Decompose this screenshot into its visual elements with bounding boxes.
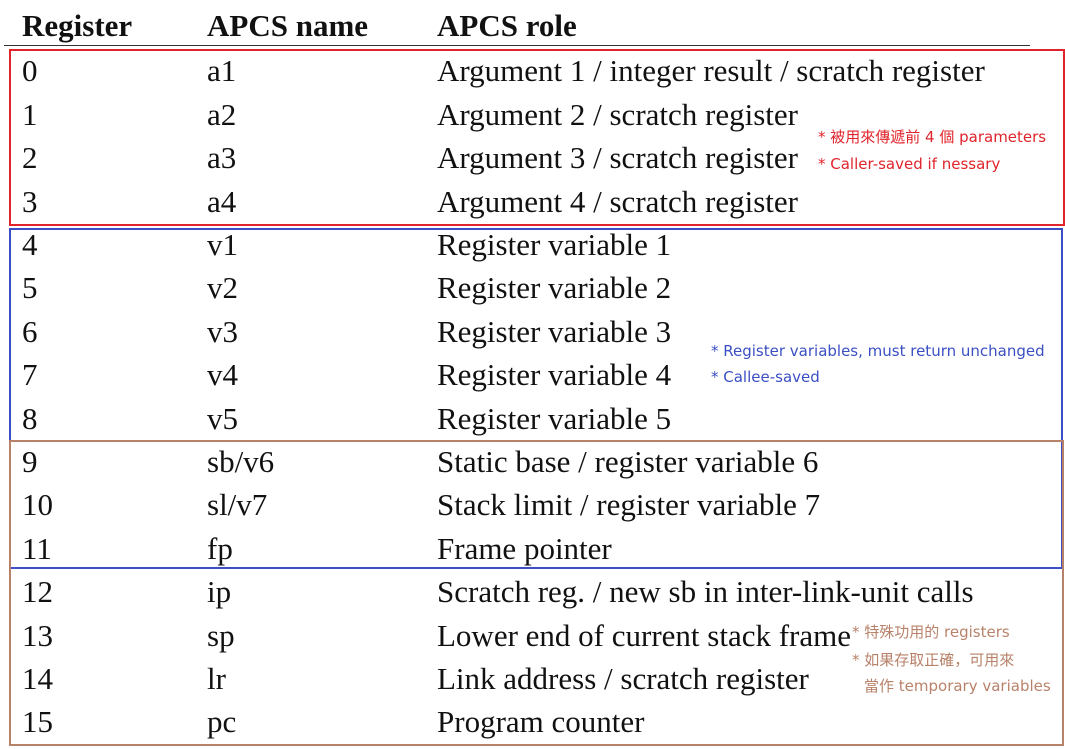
- register-apcs-role: Link address / scratch register: [437, 661, 809, 696]
- register-apcs-name: lr: [207, 661, 226, 696]
- register-apcs-name: fp: [207, 531, 233, 566]
- table-row: 8 v5 Register variable 5: [0, 397, 1065, 440]
- register-apcs-name: sb/v6: [207, 444, 275, 479]
- blue-note-1: * Register variables, must return unchan…: [711, 342, 1045, 360]
- table-row: 9 sb/v6 Static base / register variable …: [0, 440, 1065, 483]
- register-number: 3: [22, 184, 38, 219]
- red-note-1: * 被用來傳遞前 4 個 parameters: [818, 128, 1047, 146]
- register-number: 14: [22, 661, 53, 696]
- table-row: 12 ip Scratch reg. / new sb in inter-lin…: [0, 570, 1065, 613]
- register-number: 2: [22, 140, 38, 175]
- register-number: 8: [22, 401, 38, 436]
- table-row: 13 sp Lower end of current stack frame: [0, 614, 1065, 657]
- table-row: 1 a2 Argument 2 / scratch register: [0, 93, 1065, 136]
- register-apcs-role: Argument 3 / scratch register: [437, 140, 798, 175]
- table-row: 0 a1 Argument 1 / integer result / scrat…: [0, 49, 1065, 92]
- table-row: 2 a3 Argument 3 / scratch register: [0, 136, 1065, 179]
- table-row: 15 pc Program counter: [0, 700, 1065, 743]
- register-number: 15: [22, 704, 53, 739]
- register-apcs-role: Scratch reg. / new sb in inter-link-unit…: [437, 574, 974, 609]
- special-registers-box: [9, 440, 1064, 746]
- register-number: 7: [22, 357, 38, 392]
- table-row: 11 fp Frame pointer: [0, 527, 1065, 570]
- register-apcs-name: v4: [207, 357, 238, 392]
- register-apcs-name: a1: [207, 53, 237, 88]
- register-apcs-name: v5: [207, 401, 238, 436]
- register-apcs-role: Argument 1 / integer result / scratch re…: [437, 53, 985, 88]
- brown-note-3: 當作 temporary variables: [864, 677, 1051, 695]
- register-apcs-name: a4: [207, 184, 237, 219]
- header-register: Register: [22, 8, 133, 43]
- register-apcs-role: Stack limit / register variable 7: [437, 487, 821, 522]
- table-row: 4 v1 Register variable 1: [0, 223, 1065, 266]
- register-number: 11: [22, 531, 52, 566]
- argument-registers-box: [9, 49, 1065, 226]
- blue-note-2: * Callee-saved: [711, 368, 820, 386]
- register-apcs-role: Register variable 1: [437, 227, 672, 262]
- register-number: 6: [22, 314, 38, 349]
- brown-note-1: * 特殊功用的 registers: [852, 623, 1010, 641]
- register-apcs-name: v2: [207, 270, 238, 305]
- register-apcs-name: ip: [207, 574, 232, 609]
- table-row: 3 a4 Argument 4 / scratch register: [0, 180, 1065, 223]
- table-row: 6 v3 Register variable 3: [0, 310, 1065, 353]
- register-number: 9: [22, 444, 38, 479]
- register-apcs-role: Program counter: [437, 704, 645, 739]
- register-apcs-role: Argument 2 / scratch register: [437, 97, 798, 132]
- callee-saved-registers-box: [9, 228, 1063, 569]
- register-number: 12: [22, 574, 53, 609]
- register-number: 5: [22, 270, 38, 305]
- table-row: 14 lr Link address / scratch register: [0, 657, 1065, 700]
- register-apcs-role: Lower end of current stack frame: [437, 618, 851, 653]
- table-row: 7 v4 Register variable 4: [0, 353, 1065, 396]
- register-number: 1: [22, 97, 38, 132]
- register-apcs-name: sl/v7: [207, 487, 268, 522]
- register-apcs-role: Frame pointer: [437, 531, 612, 566]
- register-apcs-role: Register variable 4: [437, 357, 672, 392]
- register-apcs-name: sp: [207, 618, 235, 653]
- register-apcs-name: pc: [207, 704, 237, 739]
- register-apcs-name: a2: [207, 97, 237, 132]
- register-apcs-role: Register variable 5: [437, 401, 672, 436]
- header-divider: [4, 45, 1030, 46]
- register-apcs-role: Register variable 3: [437, 314, 672, 349]
- register-apcs-name: v1: [207, 227, 238, 262]
- red-note-2: * Caller-saved if nessary: [818, 155, 1001, 173]
- table-row: 10 sl/v7 Stack limit / register variable…: [0, 483, 1065, 526]
- header-apcs-role: APCS role: [437, 8, 577, 43]
- register-apcs-name: a3: [207, 140, 237, 175]
- register-number: 4: [22, 227, 38, 262]
- register-number: 0: [22, 53, 38, 88]
- register-apcs-role: Argument 4 / scratch register: [437, 184, 798, 219]
- header-apcs-name: APCS name: [207, 8, 369, 43]
- register-apcs-name: v3: [207, 314, 238, 349]
- register-number: 13: [22, 618, 53, 653]
- register-apcs-role: Register variable 2: [437, 270, 672, 305]
- register-apcs-role: Static base / register variable 6: [437, 444, 819, 479]
- register-number: 10: [22, 487, 53, 522]
- brown-note-2: * 如果存取正確，可用來: [852, 651, 1015, 669]
- table-row: 5 v2 Register variable 2: [0, 266, 1065, 309]
